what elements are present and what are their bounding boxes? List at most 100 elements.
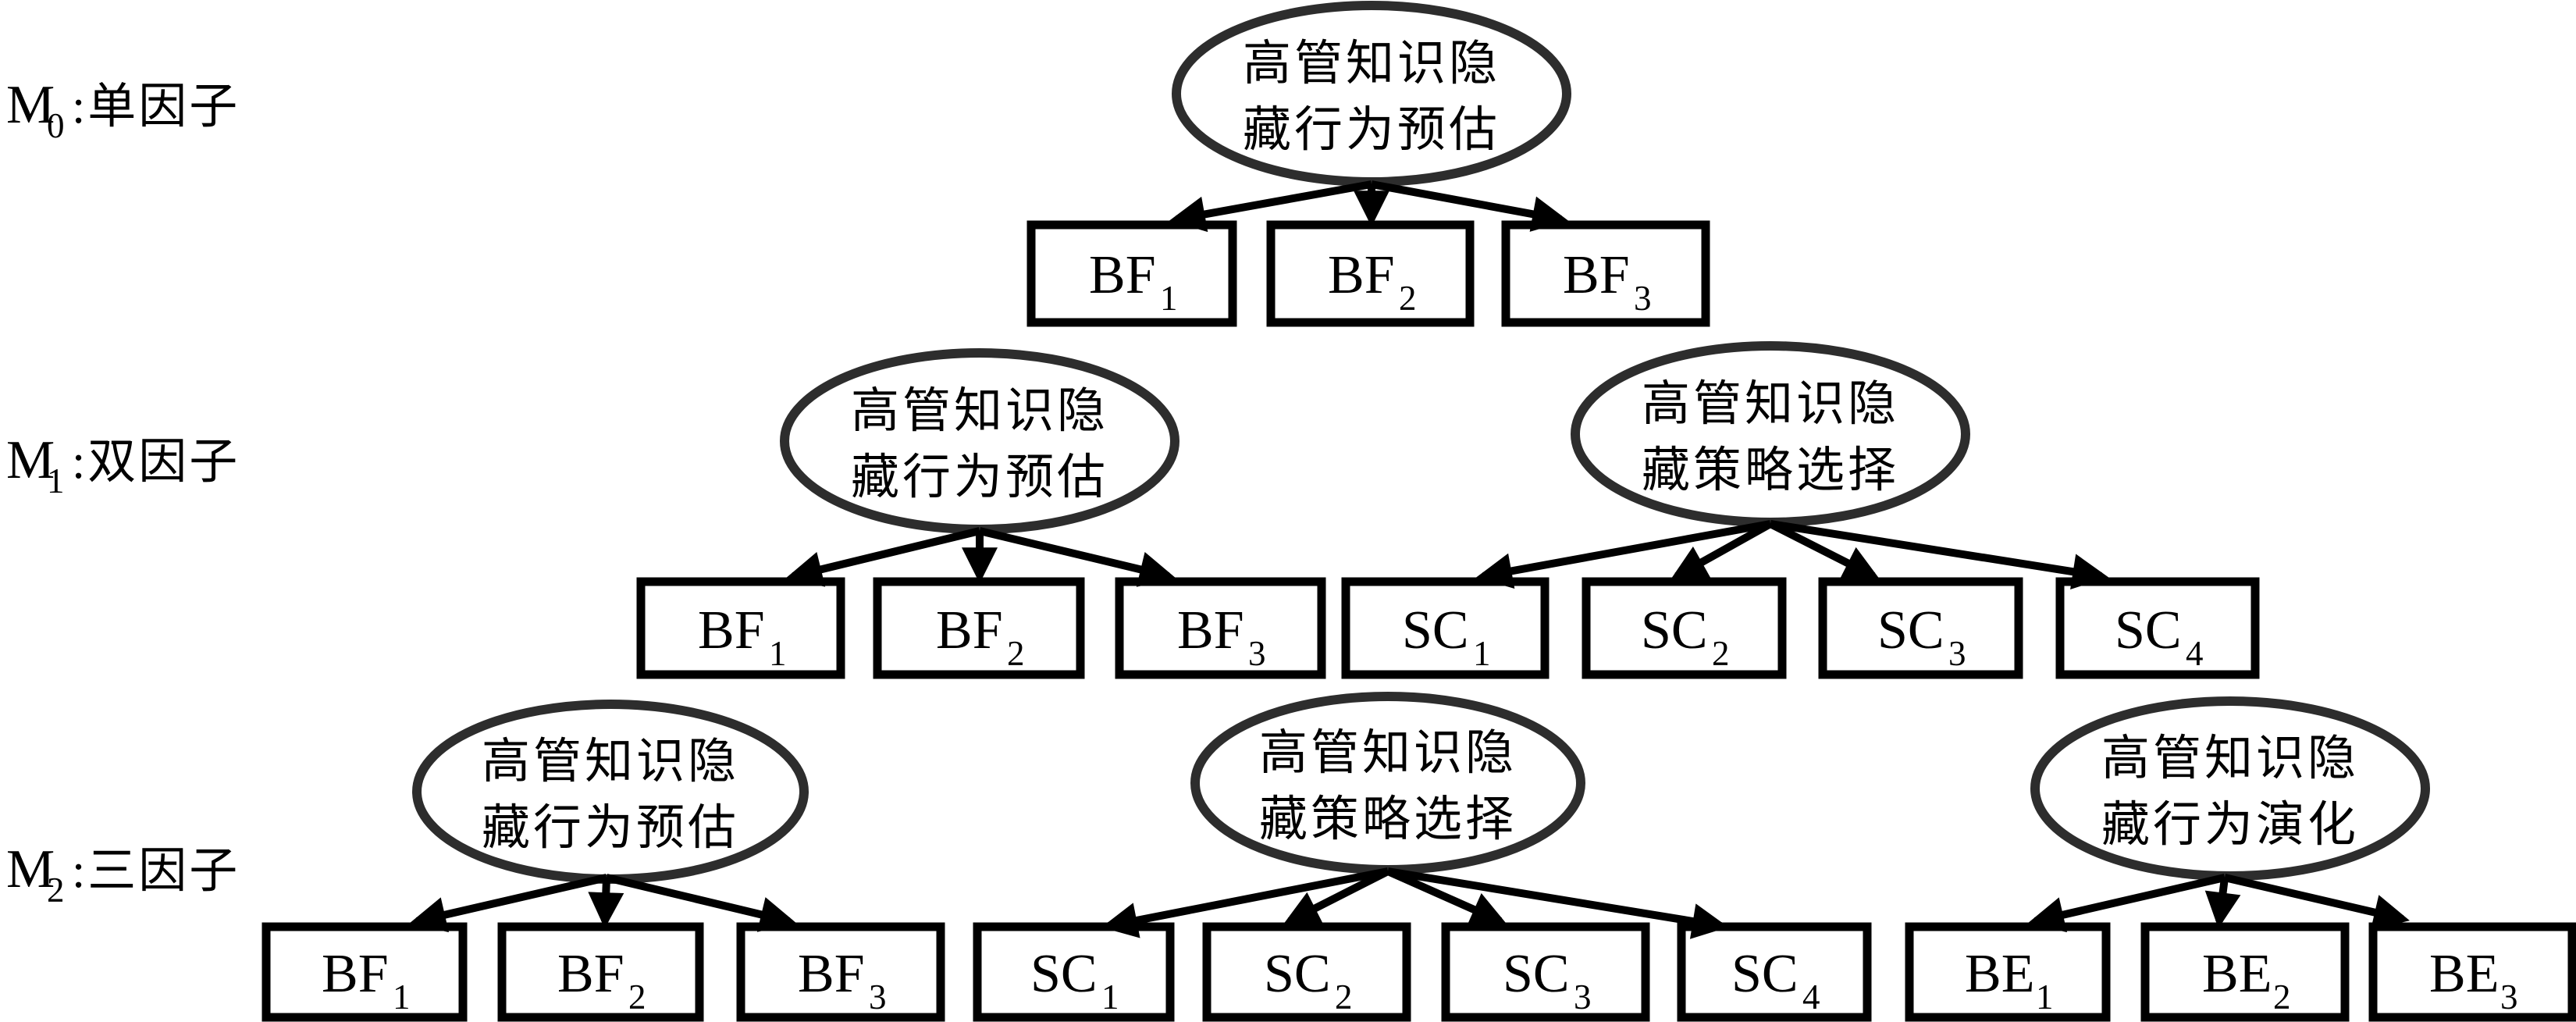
m0-box-bf3-label: BF <box>1563 245 1630 305</box>
m1-box-bf1-subscript: 1 <box>769 634 787 673</box>
model-m1: M 1 :双因子 高管知识隐 藏行为预估 高管知识隐 藏策略选择 BF 1 BF… <box>6 341 2260 679</box>
m2-box-bf2-label: BF <box>557 944 624 1004</box>
model-m2-label-base: M <box>6 839 55 899</box>
m0-box-bf1-label: BF <box>1089 245 1156 305</box>
m2-box-bf1-label: BF <box>322 944 389 1004</box>
m2-factor1-name-line2: 藏行为预估 <box>482 802 739 855</box>
m0-factor-name-line1: 高管知识隐 <box>1243 37 1500 91</box>
m1-arrow-to-sc2 <box>1670 520 1773 580</box>
m1-box-bf1 <box>636 577 845 679</box>
m1-box-bf1-label: BF <box>698 600 765 661</box>
m2-box-be2-label: BE <box>2202 944 2272 1004</box>
model-m0-label-text: :单因子 <box>72 80 240 134</box>
m2-box-bf3 <box>736 922 945 1022</box>
m2-box-sc1-label: SC <box>1030 944 1098 1004</box>
m1-box-bf3-label: BF <box>1177 600 1244 661</box>
m1-box-bf2-subscript: 2 <box>1007 634 1025 673</box>
m2-arrow-to-bf2 <box>588 877 624 929</box>
m2-arrow-to-be3 <box>2223 874 2410 931</box>
m1-box-sc1-label: SC <box>1402 600 1469 661</box>
m1-factor2-name-line2: 藏策略选择 <box>1642 444 1899 497</box>
m2-factor3-name-line1: 高管知识隐 <box>2101 732 2359 785</box>
model-m0-label: M 0 :单因子 <box>6 75 240 145</box>
m2-factor2-name-line2: 藏策略选择 <box>1259 793 1517 846</box>
model-m0: M 0 :单因子 高管知识隐 藏行为预估 BF 1 BF 2 BF 3 <box>6 1 1710 327</box>
m1-box-sc1-subscript: 1 <box>1473 634 1491 673</box>
m2-box-sc2 <box>1202 922 1411 1022</box>
m2-arrow-to-sc3 <box>1386 867 1507 927</box>
m1-box-sc4-label: SC <box>2115 600 2182 661</box>
model-m1-label-base: M <box>6 430 55 490</box>
m1-factor-ellipse-behavior-estimation <box>780 348 1179 534</box>
m0-factor-name-line2: 藏行为预估 <box>1243 104 1500 157</box>
model-m1-label-subscript: 1 <box>47 461 65 500</box>
m2-factor-ellipse-strategy-selection <box>1190 692 1585 874</box>
m2-factor1-name-line1: 高管知识隐 <box>482 735 739 789</box>
m2-box-be3-subscript: 3 <box>2500 977 2518 1017</box>
m0-box-bf2-label: BF <box>1328 245 1395 305</box>
m2-box-be1 <box>1905 922 2111 1022</box>
m2-box-be3-label: BE <box>2429 944 2499 1004</box>
m2-box-sc1 <box>973 922 1175 1022</box>
m2-box-sc3-subscript: 3 <box>1574 977 1592 1017</box>
model-m2: M 2 :三因子 高管知识隐 藏行为预估 高管知识隐 藏策略选择 高管知识隐 藏… <box>6 692 2576 1022</box>
m0-arrow-to-bf3 <box>1371 180 1569 232</box>
m1-box-sc2 <box>1582 577 1787 679</box>
m2-arrow-to-be2 <box>2204 877 2241 929</box>
m2-box-sc2-subscript: 2 <box>1335 977 1353 1017</box>
m0-box-bf2 <box>1266 220 1475 327</box>
m1-box-sc4-subscript: 4 <box>2186 634 2204 673</box>
m1-box-sc3-label: SC <box>1877 600 1944 661</box>
m1-arrow-to-bf1 <box>786 527 981 587</box>
m1-factor1-name-line2: 藏行为预估 <box>851 451 1108 504</box>
m2-box-sc4-subscript: 4 <box>1802 977 1820 1017</box>
m2-factor2-name-line1: 高管知识隐 <box>1259 727 1517 780</box>
model-m2-label-text: :三因子 <box>72 845 240 898</box>
m0-box-bf1-subscript: 1 <box>1160 279 1178 318</box>
m0-arrow-to-bf1 <box>1169 180 1372 233</box>
m1-factor-ellipse-strategy-selection <box>1571 341 1970 527</box>
m2-arrow-to-sc4 <box>1387 867 1729 939</box>
m2-box-bf1 <box>262 922 468 1022</box>
m2-box-be2 <box>2140 922 2350 1022</box>
m2-box-bf2 <box>497 922 704 1022</box>
m0-factor-ellipse-behavior-estimation <box>1172 1 1571 187</box>
m2-box-sc1-subscript: 1 <box>1101 977 1119 1017</box>
m2-box-sc4-label: SC <box>1731 944 1799 1004</box>
m2-box-be1-subscript: 1 <box>2036 977 2054 1017</box>
m0-box-bf2-subscript: 2 <box>1399 279 1417 318</box>
model-m1-label: M 1 :双因子 <box>6 430 237 500</box>
model-m2-label-subscript: 2 <box>47 871 65 910</box>
m1-factor1-name-line1: 高管知识隐 <box>851 385 1108 438</box>
m2-box-bf1-subscript: 1 <box>393 977 411 1017</box>
m2-arrow-to-bf3 <box>605 874 796 932</box>
m1-arrow-to-bf3 <box>978 527 1176 587</box>
m1-arrow-to-sc4 <box>1770 520 2109 589</box>
m1-box-sc3-subscript: 3 <box>1948 634 1966 673</box>
m2-box-be1-label: BE <box>1965 944 2034 1004</box>
m2-arrow-to-sc1 <box>1101 867 1389 938</box>
m1-box-bf2-label: BF <box>936 600 1003 661</box>
m2-box-sc2-label: SC <box>1264 944 1331 1004</box>
m1-box-sc2-label: SC <box>1641 600 1708 661</box>
m2-arrow-to-be1 <box>2028 874 2226 933</box>
m1-box-sc1 <box>1341 577 1550 679</box>
m0-box-bf1 <box>1026 220 1237 327</box>
m2-arrow-to-sc2 <box>1283 867 1390 925</box>
model-m0-label-subscript: 0 <box>47 106 65 145</box>
m2-box-sc3-label: SC <box>1503 944 1570 1004</box>
m1-arrow-to-sc3 <box>1768 520 1880 580</box>
m2-factor3-name-line2: 藏行为演化 <box>2101 799 2359 852</box>
m1-box-sc4 <box>2055 577 2260 679</box>
m2-box-sc4 <box>1677 922 1872 1022</box>
m0-box-bf3-subscript: 3 <box>1634 279 1652 318</box>
m2-box-bf2-subscript: 2 <box>628 977 646 1017</box>
m2-box-bf3-subscript: 3 <box>869 977 887 1017</box>
m2-box-be3 <box>2368 922 2576 1022</box>
m1-box-bf3 <box>1115 577 1326 679</box>
m2-box-bf3-label: BF <box>798 944 865 1004</box>
model-m0-label-base: M <box>6 75 55 135</box>
m1-box-sc3 <box>1818 577 2023 679</box>
